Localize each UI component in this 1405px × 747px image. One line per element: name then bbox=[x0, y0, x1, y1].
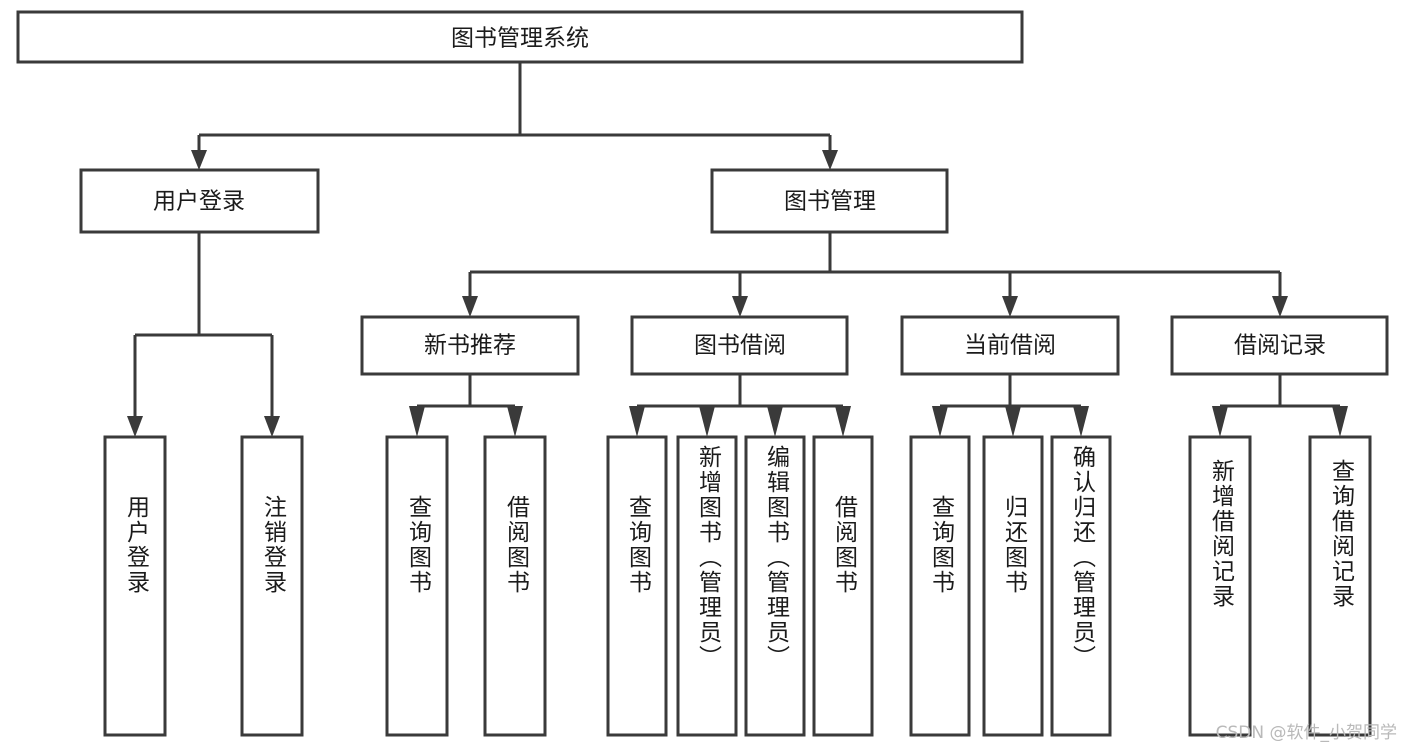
arrow-head-icon bbox=[699, 406, 715, 437]
node-box bbox=[79, 168, 320, 234]
node-borrow-records[interactable]: 借阅记录 bbox=[1170, 315, 1389, 376]
arrow-head-icon bbox=[822, 150, 838, 170]
node-box bbox=[710, 168, 949, 234]
connector-group-root bbox=[191, 62, 838, 170]
node-box bbox=[360, 315, 580, 376]
connector-group-current bbox=[932, 374, 1089, 437]
arrow-head-icon bbox=[409, 406, 425, 437]
leaf-node-box-confirm-return[interactable] bbox=[1050, 435, 1112, 737]
leaf-node-box-borrow-book-1[interactable] bbox=[483, 435, 547, 737]
arrow-head-icon bbox=[1212, 406, 1228, 437]
arrow-head-icon bbox=[264, 416, 280, 437]
node-book-borrow[interactable]: 图书借阅 bbox=[630, 315, 849, 376]
node-root-system[interactable]: 图书管理系统 bbox=[16, 10, 1024, 64]
node-label: 新书推荐 bbox=[424, 333, 516, 359]
arrow-head-icon bbox=[507, 406, 523, 437]
arrow-head-icon bbox=[1272, 296, 1288, 317]
node-box bbox=[900, 315, 1120, 376]
arrow-head-icon bbox=[767, 406, 783, 437]
leaf-node-box-user-login[interactable] bbox=[103, 435, 167, 737]
connector-group-records bbox=[1212, 374, 1348, 437]
leaf-node-box-query-book-2[interactable] bbox=[606, 435, 668, 737]
node-box bbox=[1170, 315, 1389, 376]
leaf-node-box-add-book[interactable] bbox=[676, 435, 738, 737]
connector-group-newbook bbox=[409, 374, 523, 437]
arrow-head-icon bbox=[462, 296, 478, 317]
leaf-node-box-edit-book[interactable] bbox=[744, 435, 806, 737]
leaf-node-box-add-record[interactable] bbox=[1188, 435, 1252, 737]
arrow-head-icon bbox=[835, 406, 851, 437]
leaf-node-box-return-book[interactable] bbox=[982, 435, 1044, 737]
arrow-head-icon bbox=[1005, 406, 1021, 437]
node-label: 图书管理系统 bbox=[451, 26, 589, 52]
node-label: 用户登录 bbox=[153, 189, 245, 215]
arrow-head-icon bbox=[191, 150, 207, 170]
node-book-management[interactable]: 图书管理 bbox=[710, 168, 949, 234]
arrow-head-icon bbox=[629, 406, 645, 437]
node-label: 借阅记录 bbox=[1234, 333, 1326, 359]
node-label: 图书借阅 bbox=[694, 333, 786, 359]
arrow-head-icon bbox=[1002, 296, 1018, 317]
leaf-node-box-logout[interactable] bbox=[240, 435, 304, 737]
arrow-head-icon bbox=[732, 296, 748, 317]
connector-group-userlogin bbox=[127, 232, 280, 437]
node-new-book-recommend[interactable]: 新书推荐 bbox=[360, 315, 580, 376]
leaf-node-box-query-book-3[interactable] bbox=[909, 435, 971, 737]
node-label: 当前借阅 bbox=[964, 333, 1056, 359]
node-box bbox=[630, 315, 849, 376]
leaf-node-box-borrow-book-2[interactable] bbox=[812, 435, 874, 737]
connector-group-borrow bbox=[629, 374, 851, 437]
arrow-head-icon bbox=[1332, 406, 1348, 437]
leaf-node-box-query-record[interactable] bbox=[1308, 435, 1372, 737]
node-current-borrow[interactable]: 当前借阅 bbox=[900, 315, 1120, 376]
arrow-head-icon bbox=[127, 416, 143, 437]
leaf-node-box-query-book-1[interactable] bbox=[385, 435, 449, 737]
node-user-login[interactable]: 用户登录 bbox=[79, 168, 320, 234]
arrow-head-icon bbox=[932, 406, 948, 437]
node-label: 图书管理 bbox=[784, 189, 876, 215]
node-box bbox=[16, 10, 1024, 64]
arrow-head-icon bbox=[1073, 406, 1089, 437]
connector-group-bookmgmt bbox=[462, 232, 1288, 317]
